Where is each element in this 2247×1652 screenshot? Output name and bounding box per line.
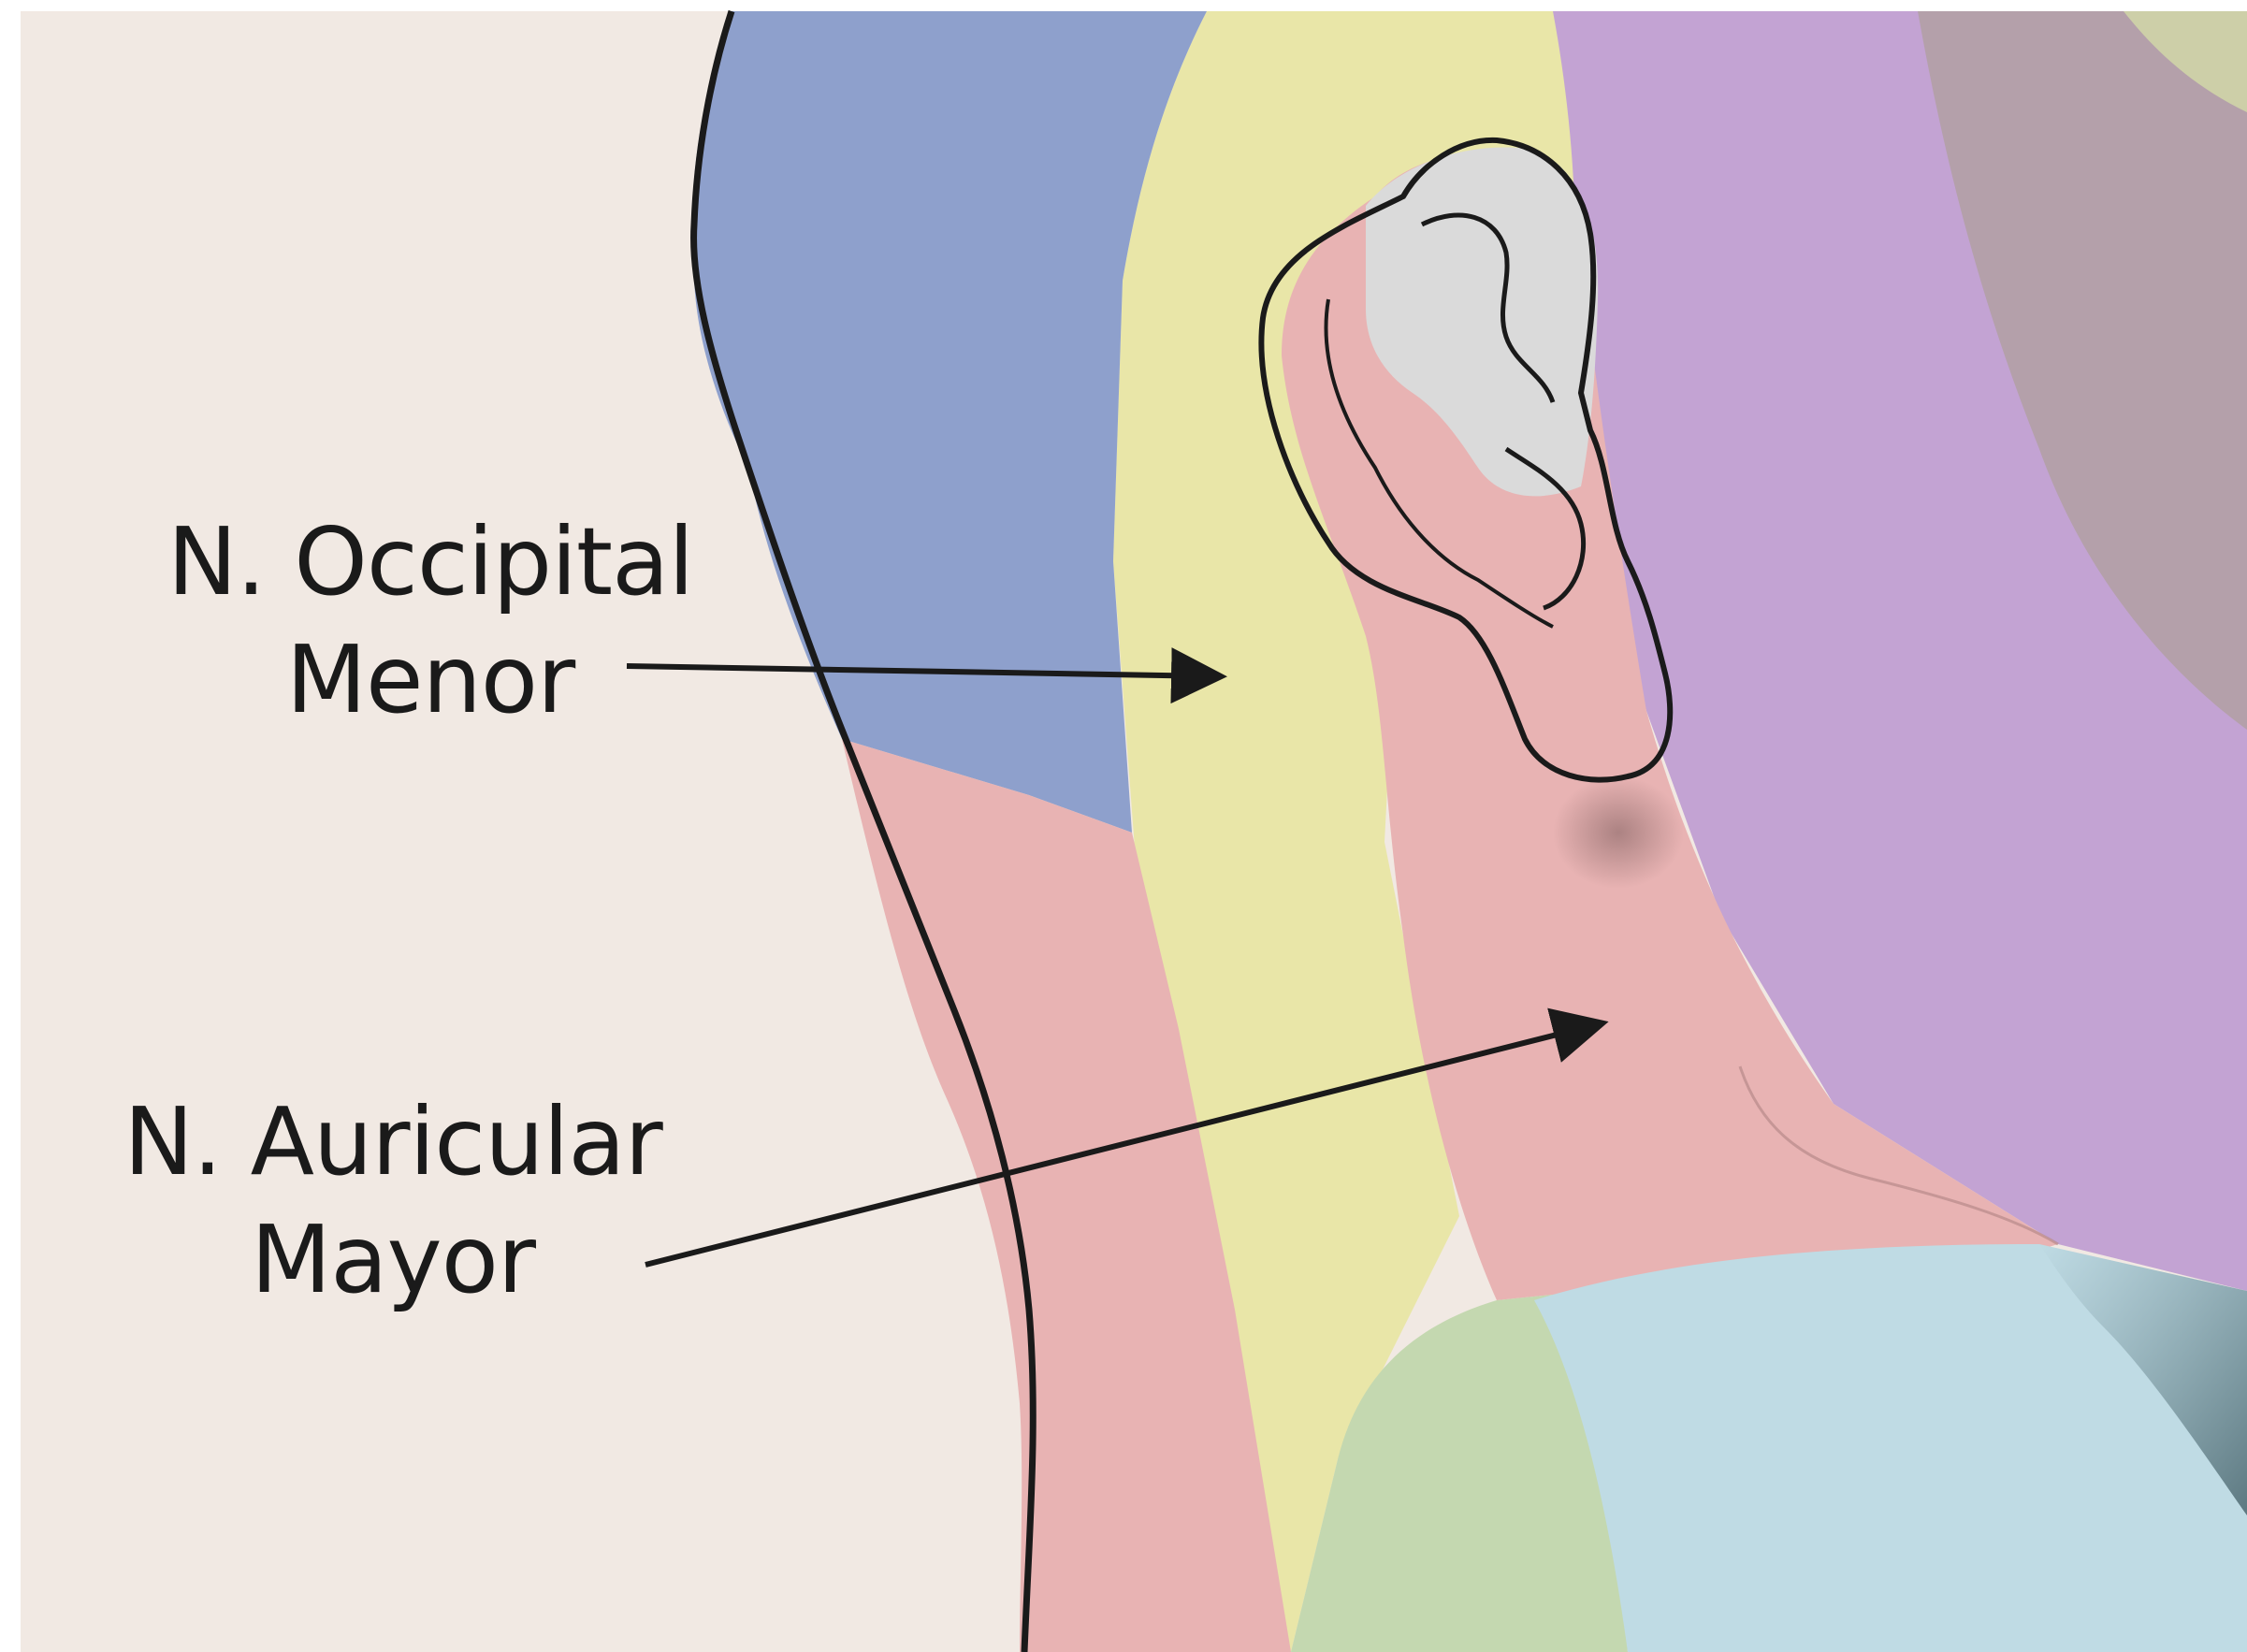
- label-auricular-line1: N. Auricular: [112, 1083, 674, 1201]
- label-auricular-mayor: N. Auricular Mayor: [112, 1083, 674, 1319]
- label-occipital-line2: Menor: [131, 621, 730, 739]
- label-occipital-line1: N. Occipital: [131, 503, 730, 621]
- label-occipital-menor: N. Occipital Menor: [131, 503, 730, 739]
- label-auricular-line2: Mayor: [112, 1201, 674, 1319]
- earlobe-shadow: [1553, 776, 1684, 889]
